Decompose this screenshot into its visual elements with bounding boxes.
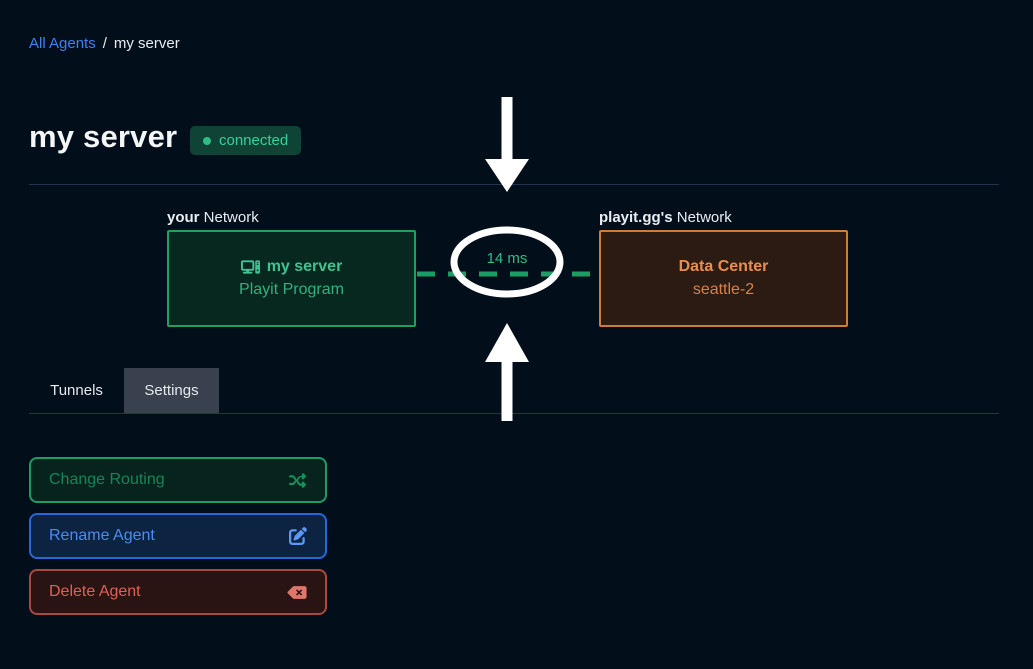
your-network-label-bold: your bbox=[167, 209, 200, 226]
edit-icon bbox=[289, 527, 307, 545]
divider-tabs bbox=[29, 413, 999, 414]
playit-network-label: playit.gg's Network bbox=[599, 209, 732, 226]
shuffle-icon bbox=[288, 472, 307, 489]
breadcrumb-separator: / bbox=[102, 35, 107, 52]
tab-tunnels[interactable]: Tunnels bbox=[50, 382, 103, 399]
backspace-icon bbox=[287, 584, 307, 601]
playit-network-label-bold: playit.gg's bbox=[599, 209, 673, 226]
agent-network-box: my server Playit Program bbox=[167, 230, 416, 327]
change-routing-label: Change Routing bbox=[49, 471, 165, 488]
agent-box-title: my server bbox=[266, 258, 343, 275]
change-routing-button[interactable]: Change Routing bbox=[29, 457, 327, 503]
agent-box-title-row: my server bbox=[240, 258, 343, 276]
breadcrumb-current: my server bbox=[113, 35, 180, 52]
annotation-arrow-up-icon bbox=[485, 323, 529, 421]
page-title: my server bbox=[29, 119, 178, 154]
rename-agent-label: Rename Agent bbox=[49, 527, 155, 544]
connected-dot-icon bbox=[203, 136, 211, 145]
playit-network-label-rest: Network bbox=[672, 209, 732, 226]
annotation-arrow-down-icon bbox=[485, 97, 529, 192]
tab-bar: Tunnels Settings bbox=[29, 368, 219, 413]
datacenter-network-box: Data Center seattle-2 bbox=[599, 230, 848, 327]
latency-value: 14 ms bbox=[486, 250, 528, 267]
computer-icon bbox=[240, 259, 260, 275]
rename-agent-button[interactable]: Rename Agent bbox=[29, 513, 327, 559]
your-network-label-rest: Network bbox=[199, 209, 259, 226]
breadcrumb-all-agents-link[interactable]: All Agents bbox=[29, 35, 96, 52]
divider-top bbox=[29, 184, 999, 185]
tab-settings[interactable]: Settings bbox=[124, 368, 219, 413]
delete-agent-label: Delete Agent bbox=[49, 583, 141, 600]
datacenter-box-subtitle: seattle-2 bbox=[692, 281, 755, 298]
agent-box-subtitle: Playit Program bbox=[239, 281, 344, 298]
your-network-label: your Network bbox=[167, 209, 259, 226]
breadcrumb: All Agents / my server bbox=[29, 35, 180, 52]
delete-agent-button[interactable]: Delete Agent bbox=[29, 569, 327, 615]
datacenter-box-title: Data Center bbox=[678, 258, 769, 275]
status-badge: connected bbox=[190, 126, 302, 155]
status-badge-label: connected bbox=[219, 132, 289, 149]
